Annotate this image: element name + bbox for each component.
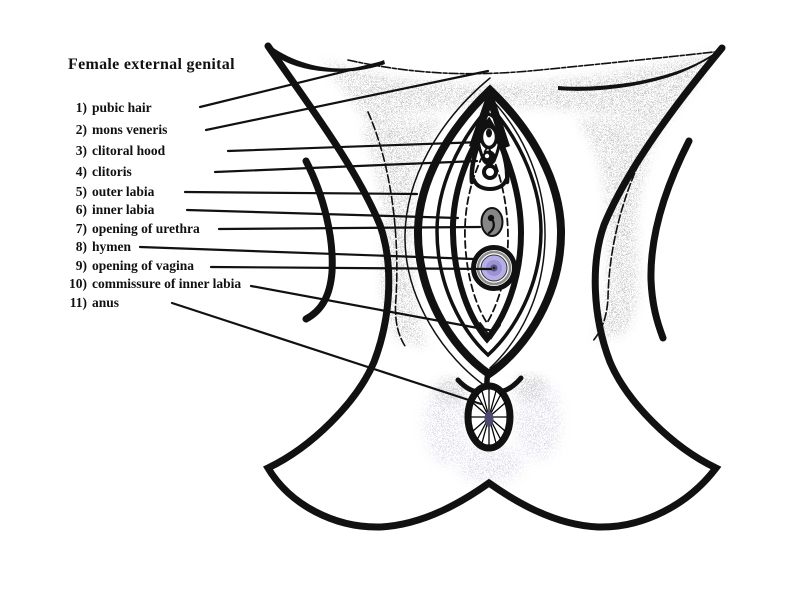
label-number: 7) [75,221,87,236]
leader-line-commissure [249,284,496,333]
leader-line-vagina [209,265,493,271]
mons-thin-line-left [404,77,491,389]
label-text: hymen [92,239,132,254]
label-clitoral-hood: 3) clitoral hood [60,144,165,158]
leader-line-hymen [138,245,476,261]
label-text: commissure of inner labia [92,276,242,291]
label-text: anus [92,295,120,310]
leader-line-pubic-hair [198,60,385,109]
label-text: clitoral hood [92,143,166,158]
label-text: outer labia [92,184,155,199]
label-vagina: 9) opening of vagina [60,259,194,273]
label-text: opening of urethra [92,221,200,236]
label-clitoris: 4) clitoris [60,165,132,179]
label-number: 8) [75,239,87,254]
label-list: 1) pubic hair 2) mons veneris 3) clitora… [60,0,300,600]
body-outline [263,42,726,531]
mons-thin-line-right [489,99,546,369]
clitoris [482,150,496,166]
label-text: mons veneris [92,122,168,137]
label-anus: 11) anus [60,296,119,310]
anus [464,382,514,452]
leader-line-clitoral-hood [226,140,484,153]
label-number: 10) [69,276,87,291]
leader-line-urethra [217,225,482,231]
label-outer-labia: 5) outer labia [60,184,155,199]
top-left-curl [266,44,385,72]
top-right-curl [558,46,724,91]
label-number: 3) [75,143,87,158]
leader-line-inner-labia [185,208,460,220]
hairline-top-edge [347,51,715,75]
label-commissure: 10) commissure of inner labia [60,277,241,291]
vestibule-circle [482,164,498,180]
label-number: 11) [69,295,87,310]
right-thigh-crease [647,137,693,342]
label-number: 5) [75,184,87,199]
clitoral-complex [469,112,510,191]
label-hymen: 8) hymen [60,240,131,254]
label-text: opening of vagina [92,258,195,273]
inner-labia-outline [449,116,525,344]
vestibule-outline [464,144,509,325]
left-thigh-crease [302,157,336,323]
label-text: clitoris [92,164,132,179]
leader-line-anus [170,301,483,406]
leader-line-clitoris [213,159,479,174]
label-urethra: 7) opening of urethra [60,222,200,236]
outer-labia-inner-edge [435,103,543,358]
leader-line-outer-labia [183,190,419,196]
label-mons-veneris: 2) mons veneris [60,122,168,137]
label-number: 9) [75,258,87,273]
page-title: Female external genital [68,56,235,73]
label-text: pubic hair [92,100,152,115]
label-number: 2) [75,122,87,137]
label-inner-labia: 6) inner labia [60,202,155,217]
label-number: 4) [75,164,87,179]
label-pubic-hair: 1) pubic hair [60,101,152,115]
label-number: 6) [75,202,87,217]
label-text: inner labia [92,202,155,217]
urethral-opening [480,207,504,237]
label-number: 1) [75,100,87,115]
leader-line-mons-veneris [204,69,490,132]
